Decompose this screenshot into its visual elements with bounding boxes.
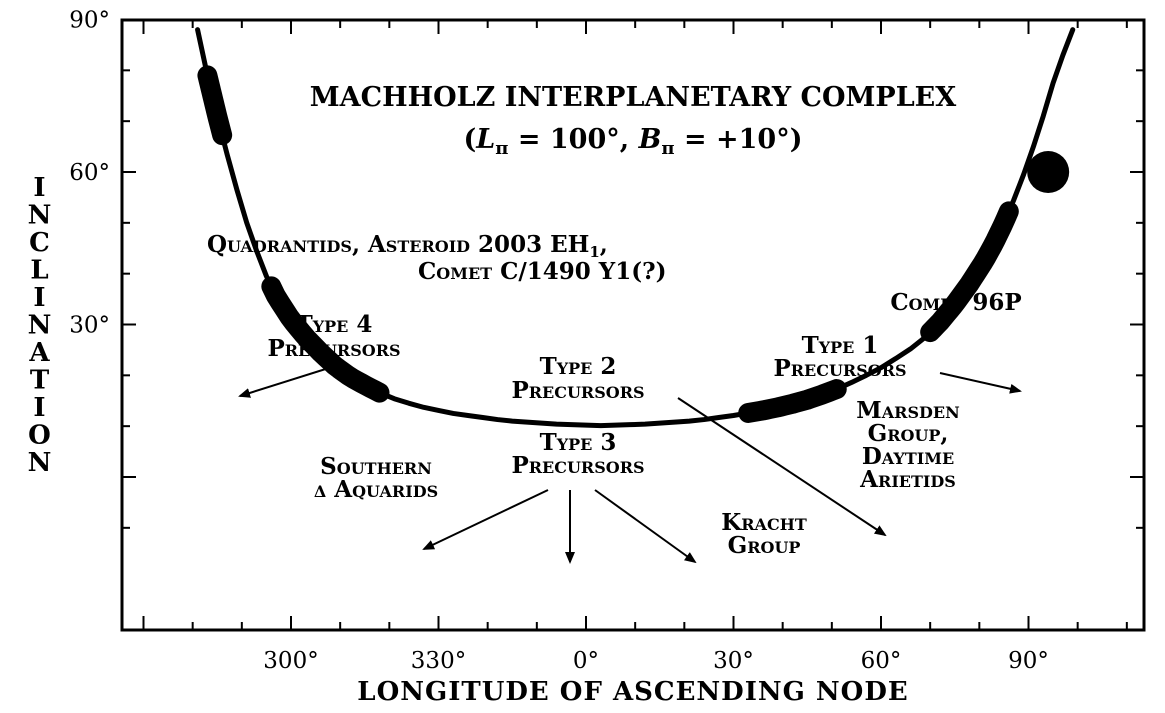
y-axis-title-letter: O bbox=[28, 421, 52, 451]
svg-text:Type 2: Type 2 bbox=[540, 353, 617, 380]
thick-segment bbox=[197, 65, 233, 146]
svg-text:Type 4: Type 4 bbox=[296, 311, 373, 338]
marker-label-comet-96p: Comet 96P bbox=[890, 289, 1021, 316]
thick-segments bbox=[197, 65, 1019, 423]
arrow-type2 bbox=[677, 397, 887, 537]
y-axis-title-letter: N bbox=[28, 311, 53, 341]
chart-title: MACHHOLZ INTERPLANETARY COMPLEX bbox=[310, 82, 956, 113]
svg-text:Comet C/1490 Y1(?): Comet C/1490 Y1(?) bbox=[418, 258, 666, 285]
annotation-arrows bbox=[238, 366, 1022, 564]
thick-segment bbox=[920, 201, 1019, 343]
svg-text:Group: Group bbox=[728, 532, 801, 559]
y-tick-label: 90° bbox=[69, 8, 110, 34]
svg-text:Group,: Group, bbox=[868, 420, 949, 447]
svg-text:Precursors: Precursors bbox=[511, 377, 644, 404]
annotation-southern-delta-aquarids: Southern δ Aquarids bbox=[314, 453, 438, 503]
arrow-type3-left bbox=[422, 489, 549, 550]
chart-subtitle: (Lπ = 100°, Bπ = +10°) bbox=[464, 124, 803, 159]
svg-text:Southern: Southern bbox=[320, 453, 432, 480]
annotation-quadrantids: Quadrantids, Asteroid 2003 EH1, Comet C/… bbox=[207, 231, 666, 285]
y-axis-title-letter: T bbox=[30, 366, 50, 396]
annotation-type2: Type 2 Precursors bbox=[511, 353, 644, 404]
axis-ticks bbox=[122, 20, 1144, 630]
annotation-type4: Type 4 Precursors bbox=[267, 311, 400, 362]
arrow-type3-right bbox=[594, 489, 697, 564]
x-tick-label: 300° bbox=[263, 648, 318, 674]
y-axis-title-letter: C bbox=[29, 228, 51, 258]
svg-text:Marsden: Marsden bbox=[856, 397, 959, 424]
annotation-type1: Type 1 Precursors bbox=[773, 332, 906, 382]
y-tick-label: 60° bbox=[69, 160, 110, 186]
svg-text:Precursors: Precursors bbox=[773, 355, 906, 382]
annotation-marsden-group: Marsden Group, Daytime Arietids bbox=[856, 397, 959, 493]
svg-text:Daytime: Daytime bbox=[862, 443, 954, 470]
x-tick-label: 30° bbox=[713, 648, 754, 674]
svg-text:Type 1: Type 1 bbox=[802, 332, 879, 359]
y-axis-title-letter: I bbox=[33, 173, 46, 203]
svg-text:Quadrantids, Asteroid 2003 EH1: Quadrantids, Asteroid 2003 EH1, bbox=[207, 231, 608, 261]
y-axis-title-letter: A bbox=[28, 338, 50, 368]
arrow-type4 bbox=[238, 366, 333, 398]
x-tick-label: 330° bbox=[411, 648, 466, 674]
y-axis-title-letter: N bbox=[28, 448, 53, 478]
thick-segment bbox=[261, 276, 390, 403]
x-tick-label: 0° bbox=[573, 648, 599, 674]
axis-tick-labels: 300° 330° 0° 30° 60° 90° 30° 60° 90° bbox=[69, 8, 1049, 675]
marker-comet-96p bbox=[1027, 151, 1070, 193]
markers bbox=[1027, 151, 1070, 193]
y-axis-title-letter: L bbox=[30, 256, 49, 286]
svg-text:Arietids: Arietids bbox=[859, 466, 956, 493]
svg-text:Type 3: Type 3 bbox=[540, 429, 617, 456]
y-axis-title-letter: N bbox=[28, 201, 53, 231]
thick-segment bbox=[738, 379, 847, 423]
arrow-type1 bbox=[939, 372, 1022, 394]
y-axis-title-letter: I bbox=[33, 283, 46, 313]
annotation-type3: Type 3 Precursors bbox=[511, 429, 644, 479]
x-axis-title: LONGITUDE OF ASCENDING NODE bbox=[357, 677, 908, 707]
svg-text:Precursors: Precursors bbox=[511, 452, 644, 479]
svg-text:δ Aquarids: δ Aquarids bbox=[314, 476, 438, 503]
y-tick-label: 30° bbox=[69, 313, 110, 339]
x-tick-label: 60° bbox=[861, 648, 902, 674]
svg-text:Kracht: Kracht bbox=[721, 509, 807, 536]
y-axis-title-letter: I bbox=[33, 393, 46, 423]
svg-text:Precursors: Precursors bbox=[267, 335, 400, 362]
x-tick-label: 90° bbox=[1008, 648, 1049, 674]
annotation-kracht-group: Kracht Group bbox=[721, 509, 807, 559]
